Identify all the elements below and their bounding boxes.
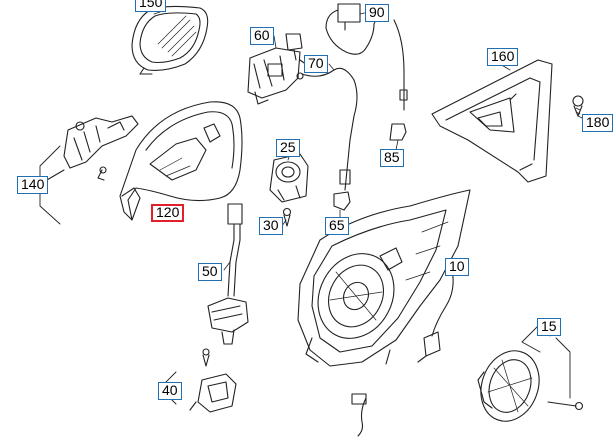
callout-120-label: 120 bbox=[156, 204, 180, 220]
part-85-connector[interactable] bbox=[389, 123, 407, 141]
part-90-cable[interactable] bbox=[325, 3, 408, 111]
callout-160[interactable]: 160 bbox=[487, 48, 519, 66]
callout-40-label: 40 bbox=[162, 382, 178, 398]
callout-90-label: 90 bbox=[369, 4, 385, 20]
callout-90[interactable]: 90 bbox=[365, 4, 389, 22]
callout-25-label: 25 bbox=[280, 139, 296, 155]
callout-140-label: 140 bbox=[21, 176, 45, 192]
callout-10-label: 10 bbox=[449, 258, 465, 274]
callout-180[interactable]: 180 bbox=[582, 114, 613, 132]
lower-cable[interactable] bbox=[351, 393, 367, 437]
part-10-harness[interactable] bbox=[417, 269, 454, 363]
callout-150-label: 150 bbox=[139, 0, 163, 10]
callout-30-label: 30 bbox=[263, 217, 279, 233]
callout-60-label: 60 bbox=[254, 27, 270, 43]
part-160-triangle-trim[interactable] bbox=[431, 59, 553, 183]
callout-70-label: 70 bbox=[308, 55, 324, 71]
callout-30[interactable]: 30 bbox=[259, 217, 283, 235]
part-25-motor[interactable] bbox=[269, 153, 309, 203]
callout-10[interactable]: 10 bbox=[445, 258, 469, 276]
part-180-screw[interactable] bbox=[572, 95, 584, 117]
part-140-screw[interactable] bbox=[97, 166, 107, 181]
callout-15[interactable]: 15 bbox=[537, 318, 561, 336]
part-40-screw[interactable] bbox=[202, 348, 210, 367]
callout-65-label: 65 bbox=[329, 217, 345, 233]
callout-50[interactable]: 50 bbox=[198, 263, 222, 281]
part-120-mirror-cap[interactable] bbox=[119, 101, 243, 221]
part-50-cable[interactable] bbox=[207, 203, 249, 345]
part-15-screw[interactable] bbox=[547, 401, 584, 411]
callout-70[interactable]: 70 bbox=[304, 55, 328, 73]
part-15-actuator-plate[interactable] bbox=[471, 343, 548, 430]
callout-65[interactable]: 65 bbox=[325, 217, 349, 235]
callout-140[interactable]: 140 bbox=[17, 176, 49, 194]
callout-25[interactable]: 25 bbox=[276, 139, 300, 157]
callout-40[interactable]: 40 bbox=[158, 382, 182, 400]
bracket-15 bbox=[521, 323, 571, 399]
callout-60[interactable]: 60 bbox=[250, 27, 274, 45]
callout-85-label: 85 bbox=[384, 149, 400, 165]
callout-15-label: 15 bbox=[541, 318, 557, 334]
part-150-mirror-glass[interactable] bbox=[131, 5, 209, 75]
callout-150[interactable]: 150 bbox=[135, 0, 167, 12]
callout-160-label: 160 bbox=[491, 48, 515, 64]
callout-120[interactable]: 120 bbox=[151, 204, 185, 222]
part-30-screw[interactable] bbox=[282, 207, 292, 227]
part-70-harness[interactable] bbox=[301, 67, 358, 191]
callout-85[interactable]: 85 bbox=[380, 149, 404, 167]
part-10-mirror-assembly[interactable] bbox=[297, 189, 471, 367]
part-65-clip[interactable] bbox=[333, 191, 351, 211]
part-140-turn-signal[interactable] bbox=[63, 115, 139, 169]
callout-50-label: 50 bbox=[202, 263, 218, 279]
part-40-sensor[interactable] bbox=[189, 373, 237, 413]
callout-180-label: 180 bbox=[586, 114, 610, 130]
